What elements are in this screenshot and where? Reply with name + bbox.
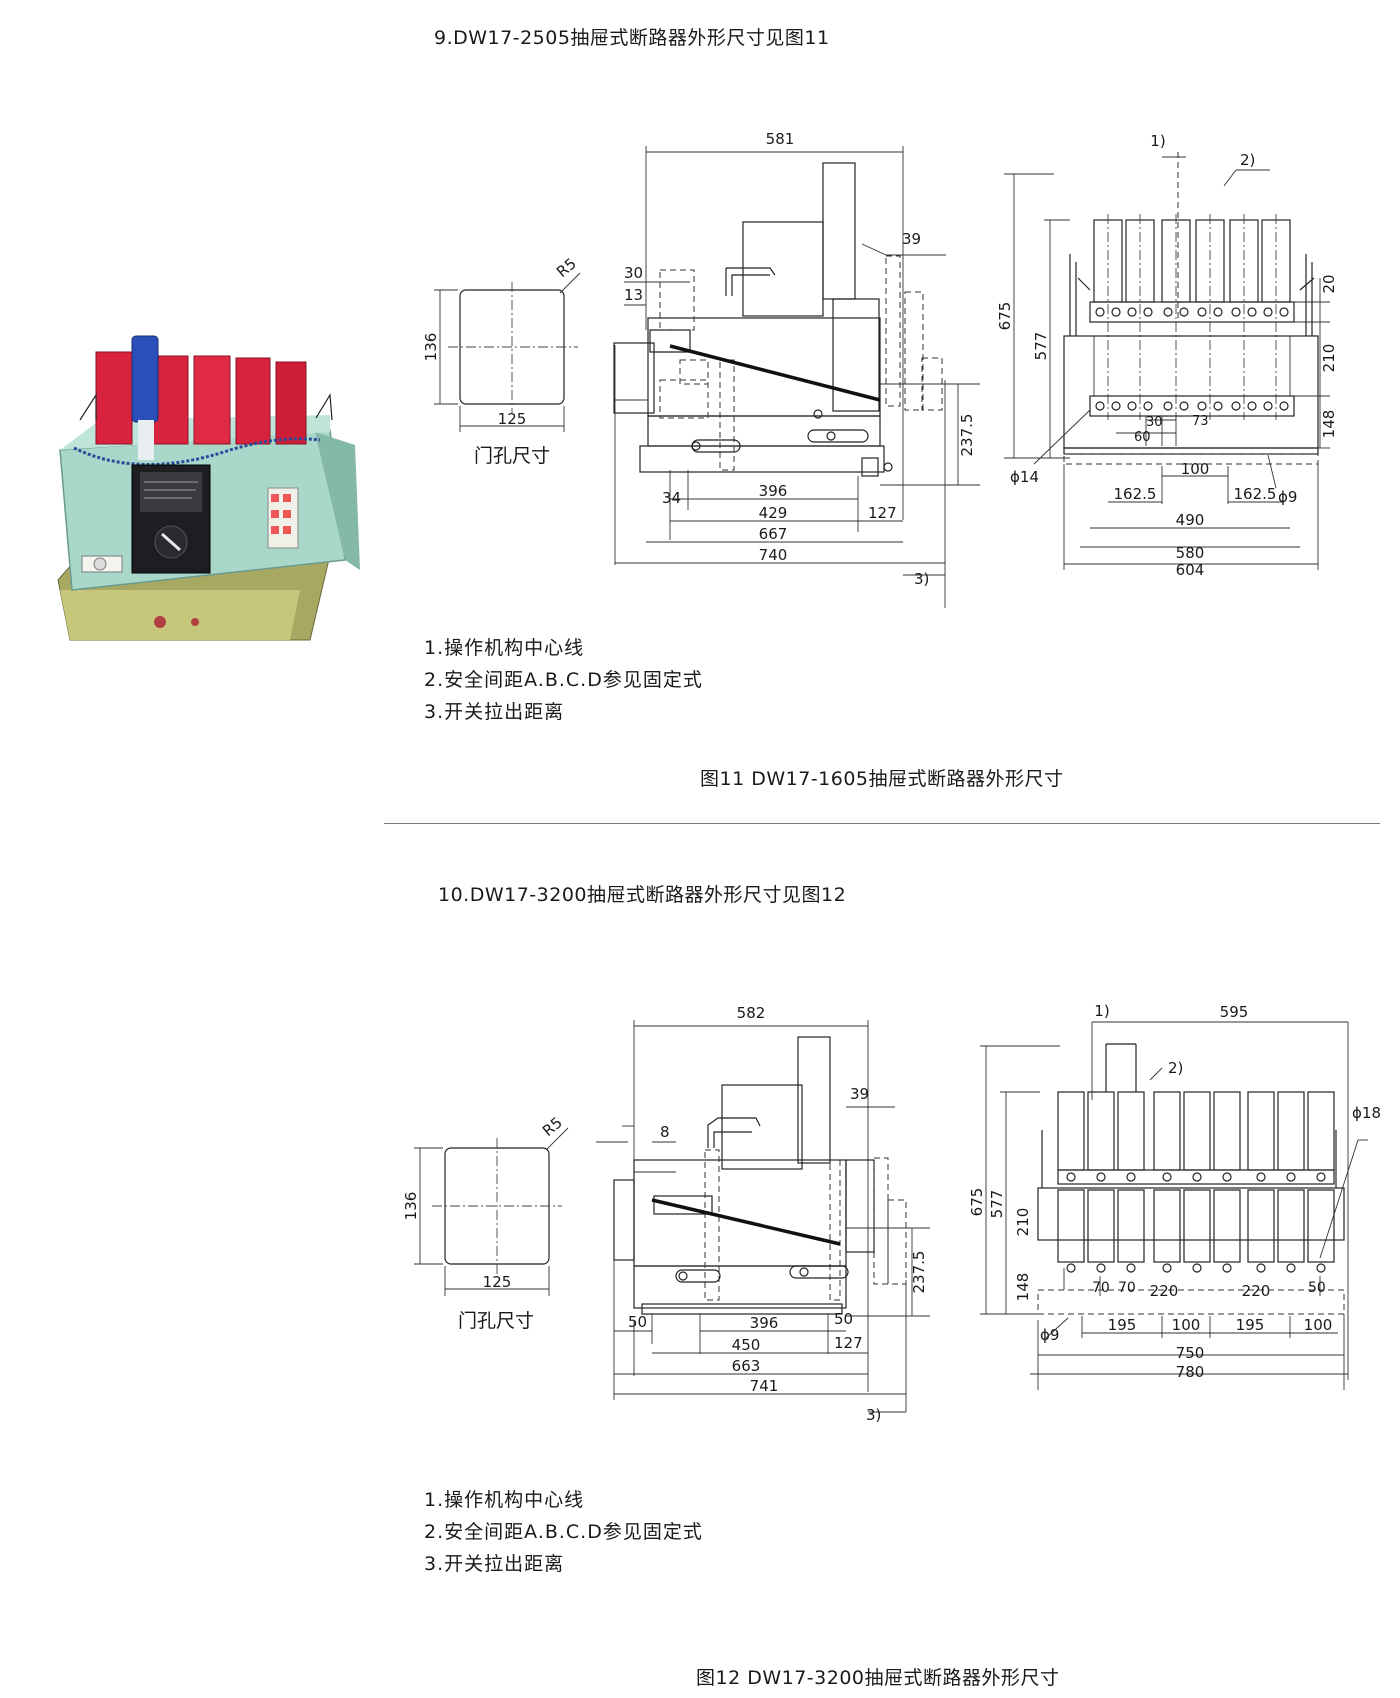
dim-label: 60	[1134, 430, 1151, 445]
side-view-drawing	[596, 1020, 930, 1413]
dim-label: 73	[1192, 414, 1209, 429]
dim-label: 750	[1176, 1344, 1205, 1362]
dim-label: 30	[1146, 415, 1163, 430]
dim-label: ϕ9	[1040, 1326, 1059, 1344]
dim-label: 210	[1320, 344, 1338, 373]
dim-label: 220	[1150, 1282, 1179, 1300]
dim-label: 136	[402, 1192, 420, 1221]
section-divider	[384, 823, 1380, 824]
dim-label: 396	[759, 482, 788, 500]
dim-label: 675	[968, 1188, 986, 1217]
door-hole-drawing	[414, 1127, 569, 1296]
dim-label: 582	[737, 1004, 766, 1022]
dim-label: 70	[1092, 1280, 1110, 1296]
dim-label: 237.5	[958, 414, 976, 457]
dim-label: 50	[834, 1310, 853, 1328]
dim-label: 604	[1176, 561, 1205, 579]
callout-label: 1)	[1150, 132, 1165, 150]
dim-label: 396	[750, 1314, 779, 1332]
dim-label: 780	[1176, 1363, 1205, 1381]
callout-label: 3)	[914, 570, 929, 588]
dim-label: 740	[759, 546, 788, 564]
front-view-drawing	[980, 1021, 1368, 1390]
dim-label: 162.5	[1114, 485, 1157, 503]
dim-label: 148	[1014, 1273, 1032, 1302]
door-hole-label: 门孔尺寸	[474, 445, 550, 467]
dim-label: 663	[732, 1357, 761, 1375]
dim-label: 20	[1320, 274, 1338, 293]
dim-label: 50	[1308, 1280, 1326, 1296]
figure-caption: 图12 DW17-3200抽屉式断路器外形尺寸	[696, 1667, 1060, 1689]
dim-label: 136	[422, 333, 440, 362]
dim-label: ϕ18	[1352, 1104, 1381, 1122]
dim-label: 162.5	[1234, 485, 1277, 503]
dim-label: 195	[1236, 1316, 1265, 1334]
note-item: 3.开关拉出距离	[424, 701, 565, 723]
door-hole-label: 门孔尺寸	[458, 1310, 534, 1332]
callout-label: 2)	[1240, 151, 1255, 169]
dim-label: 8	[660, 1123, 670, 1141]
dim-label: ϕ14	[1010, 468, 1039, 486]
dim-label: 50	[628, 1313, 647, 1331]
dim-label: 148	[1320, 410, 1338, 439]
dim-label: 127	[868, 504, 897, 522]
note-item: 3.开关拉出距离	[424, 1553, 565, 1575]
dim-label: 429	[759, 504, 788, 522]
dim-label: 34	[662, 489, 681, 507]
dim-label: 577	[988, 1190, 1006, 1219]
front-view-drawing	[1004, 152, 1330, 570]
dim-label: 580	[1176, 544, 1205, 562]
figure-caption: 图11 DW17-1605抽屉式断路器外形尺寸	[700, 768, 1064, 790]
callout-label: 2)	[1168, 1059, 1183, 1077]
breaker-body	[57, 335, 360, 641]
dim-label: 675	[996, 302, 1014, 331]
dim-label: 30	[624, 264, 643, 282]
dim-label: 237.5	[910, 1251, 928, 1294]
side-view-drawing	[613, 146, 980, 608]
dim-label: 100	[1172, 1316, 1201, 1334]
dim-label: 100	[1181, 460, 1210, 478]
door-hole-drawing	[434, 272, 581, 432]
note-item: 1.操作机构中心线	[424, 1489, 585, 1511]
dim-label: 125	[483, 1273, 512, 1291]
dim-label: 667	[759, 525, 788, 543]
dim-label: 39	[850, 1085, 869, 1103]
dim-label: 39	[902, 230, 921, 248]
notes-list: 1.操作机构中心线 2.安全间距A.B.C.D参见固定式 3.开关拉出距离	[424, 632, 703, 728]
callout-label: 3)	[866, 1406, 881, 1424]
note-item: 2.安全间距A.B.C.D参见固定式	[424, 1521, 703, 1543]
dim-label: 490	[1176, 511, 1205, 529]
dim-label: 450	[732, 1336, 761, 1354]
dim-label: 581	[766, 130, 795, 148]
dim-label: 195	[1108, 1316, 1137, 1334]
note-item: 2.安全间距A.B.C.D参见固定式	[424, 669, 703, 691]
dim-label: 595	[1220, 1003, 1249, 1021]
callout-label: 1)	[1094, 1002, 1109, 1020]
note-item: 1.操作机构中心线	[424, 637, 585, 659]
dim-label: 577	[1032, 332, 1050, 361]
dim-label: 127	[834, 1334, 863, 1352]
notes-list: 1.操作机构中心线 2.安全间距A.B.C.D参见固定式 3.开关拉出距离	[424, 1484, 703, 1580]
dim-label: ϕ9	[1278, 488, 1297, 506]
section-heading: 10.DW17-3200抽屉式断路器外形尺寸见图12	[438, 884, 847, 906]
dim-label: 741	[750, 1377, 779, 1395]
dim-label: 220	[1242, 1282, 1271, 1300]
dim-label: 100	[1304, 1316, 1333, 1334]
dim-label: 210	[1014, 1208, 1032, 1237]
dim-label: 125	[498, 410, 527, 428]
dim-label: 70	[1118, 1280, 1136, 1296]
section-heading: 9.DW17-2505抽屉式断路器外形尺寸见图11	[434, 27, 830, 49]
dim-label: 13	[624, 286, 643, 304]
dim-label: R5	[539, 1113, 566, 1140]
